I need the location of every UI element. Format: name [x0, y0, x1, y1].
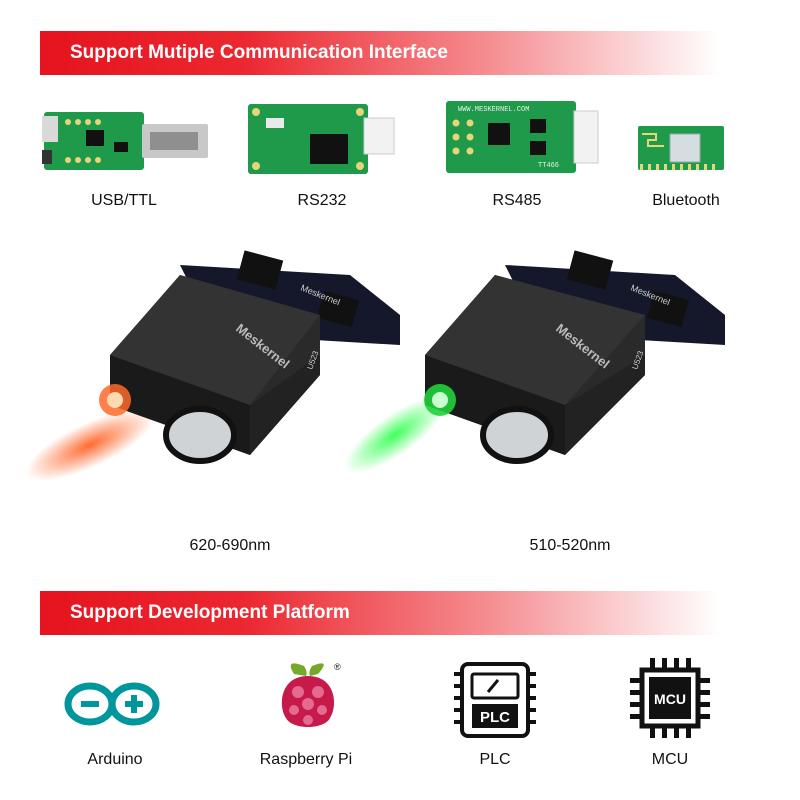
- platform-banner-title: Support Development Platform: [70, 602, 350, 623]
- rs232-board-image: [248, 104, 395, 174]
- interface-label-rs232: RS232: [297, 192, 347, 209]
- interface-banner: Support Mutiple Communication Interface: [40, 31, 720, 75]
- platform-label-raspberry-pi: Raspberry Pi: [259, 751, 353, 768]
- interface-label-rs485: RS485: [492, 192, 542, 209]
- rs485-url-text: WWW.MESKERNEL.COM: [458, 106, 529, 114]
- plc-icon: PLC: [454, 662, 536, 738]
- bluetooth-board-image: [638, 126, 724, 170]
- mcu-icon-text: MCU: [654, 691, 686, 707]
- laser-module-red-image: Meskernel Meskernel U523: [25, 250, 400, 481]
- rs485-board-image: WWW.MESKERNEL.COM TT466: [446, 101, 599, 173]
- svg-text:®: ®: [334, 662, 341, 672]
- interface-banner-title: Support Mutiple Communication Interface: [70, 42, 448, 63]
- rs485-part-text: TT466: [538, 162, 559, 170]
- platform-banner: Support Development Platform: [40, 591, 720, 635]
- platform-label-mcu: MCU: [651, 751, 689, 768]
- platform-label-arduino: Arduino: [87, 751, 143, 768]
- wavelength-label-green: 510-520nm: [529, 537, 611, 554]
- laser-module-green-image: Meskernel Meskernel U523: [345, 250, 725, 474]
- interface-label-bluetooth: Bluetooth: [652, 192, 720, 209]
- mcu-icon: MCU: [630, 658, 710, 738]
- platform-label-plc: PLC: [479, 751, 511, 768]
- arduino-icon: [64, 682, 160, 726]
- raspberry-pi-icon: ®: [281, 662, 341, 727]
- interface-label-usb-ttl: USB/TTL: [91, 192, 157, 209]
- usb-ttl-board-image: [42, 112, 208, 170]
- plc-icon-text: PLC: [480, 709, 510, 726]
- wavelength-label-red: 620-690nm: [189, 537, 271, 554]
